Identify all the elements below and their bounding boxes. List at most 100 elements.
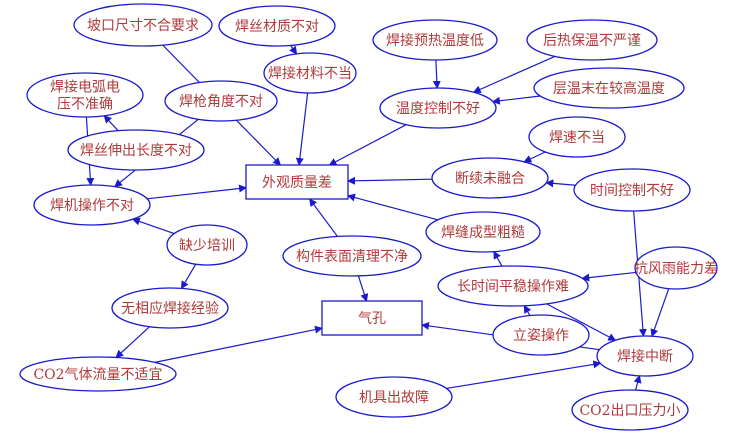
node-label: 焊接预热温度低 [386, 32, 484, 49]
box-outline [245, 164, 349, 200]
edge-arrow-n18-n8 [347, 193, 438, 221]
ellipse-outline [33, 184, 151, 226]
cause-node: 机具出故障 [335, 376, 453, 418]
node-label: 温度控制不好 [396, 101, 480, 117]
edge-arrow-n20-n24 [546, 303, 617, 341]
edge-arrow-n23-n20 [523, 304, 532, 316]
edge-arrow-n15-n14 [545, 179, 576, 188]
node-label: 焊接电弧电 [50, 79, 120, 96]
cause-node: 焊接中断 [596, 335, 694, 377]
ellipse-outline [282, 235, 422, 277]
cause-node: 焊速不当 [528, 116, 626, 158]
cause-node: 构件表面清理不净 [282, 235, 422, 277]
edge-arrow-n6-n4 [103, 115, 119, 132]
ellipse-outline [526, 19, 658, 61]
effect-box: 气孔 [321, 300, 423, 336]
node-label: 焊机操作不对 [50, 198, 134, 214]
node-label: 后热保温不严谨 [543, 33, 641, 49]
ellipse-outline [67, 129, 205, 171]
node-label: CO2出口压力小 [579, 403, 680, 419]
ellipse-outline [573, 168, 691, 212]
node-label: 立姿操作 [513, 328, 569, 344]
cause-node: 坡口尺寸不合要求 [73, 3, 213, 47]
ellipse-outline [335, 376, 453, 418]
edge-arrow-n13-n14 [523, 151, 546, 163]
node-label: 气孔 [358, 311, 386, 327]
ellipse-outline [431, 157, 549, 199]
cause-node: 立姿操作 [492, 314, 590, 356]
cause-node: 时间控制不好 [573, 168, 691, 212]
ellipse-outline [533, 67, 685, 109]
node-label: 焊接材料不当 [268, 65, 352, 82]
node-label: 层温末在较高温度 [553, 80, 665, 97]
cause-node: 缺少培训 [166, 224, 248, 266]
edge-arrow-n20-n18 [493, 250, 503, 267]
ellipse-outline [164, 80, 278, 122]
ellipse-outline [166, 224, 248, 266]
ellipse-outline [437, 265, 589, 307]
node-label: 无相应焊接经验 [121, 300, 219, 317]
box-outline [321, 300, 423, 336]
node-label: CO2气体流量不适宜 [33, 367, 162, 383]
cause-node: 层温末在较高温度 [533, 67, 685, 109]
edge-arrow-n7-n8 [147, 184, 247, 200]
edge-arrow-n26-n24 [446, 360, 602, 390]
edge-arrow-n19-n20 [581, 271, 636, 282]
cause-node: 断续未融合 [431, 157, 549, 199]
edge-arrow-n10-n11 [472, 55, 556, 94]
edge-arrow-n25-n22 [154, 325, 323, 363]
effect-box: 外观质量差 [245, 164, 349, 200]
edge-arrow-n19-n24 [650, 288, 670, 338]
cause-node: 后热保温不严谨 [526, 19, 658, 61]
cause-node: 焊机操作不对 [33, 184, 151, 226]
ellipse-outline [73, 3, 213, 47]
node-label: 机具出故障 [359, 390, 429, 406]
node-label: 焊缝成型粗糙 [441, 225, 525, 241]
node-label: 构件表面清理不净 [296, 249, 408, 265]
node-label: 焊丝材质不对 [235, 19, 319, 35]
cause-node: 抗风雨能力差 [634, 246, 718, 290]
edge-arrow-n27-n24 [633, 374, 642, 391]
edge-arrow-n21-n25 [115, 326, 150, 359]
edge-arrow-n3-n8 [295, 92, 309, 166]
edge-arrow-n17-n22 [357, 275, 369, 302]
edge-arrow-n9-n11 [432, 59, 441, 90]
node-label: 焊丝伸出长度不对 [80, 143, 192, 159]
node-label: 外观质量差 [262, 175, 332, 191]
ellipse-outline [571, 389, 689, 431]
node-label: 缺少培训 [179, 238, 235, 254]
cause-node: 焊枪角度不对 [164, 80, 278, 122]
cause-node: 焊丝材质不对 [218, 5, 336, 47]
edge-arrow-n11-n8 [328, 124, 407, 166]
edge-arrow-n12-n11 [491, 95, 541, 105]
cause-node: CO2气体流量不适宜 [19, 356, 177, 392]
ellipse-outline [634, 246, 718, 290]
node-label: 压不准确 [57, 97, 113, 113]
ellipse-outline [218, 5, 336, 47]
ellipse-outline [492, 314, 590, 356]
node-label: 时间控制不好 [590, 183, 674, 199]
cause-node: 焊缝成型粗糙 [425, 211, 541, 253]
cause-node: 无相应焊接经验 [111, 287, 229, 329]
ellipse-outline [19, 356, 177, 392]
node-label: 焊速不当 [549, 130, 605, 146]
node-label: 断续未融合 [455, 170, 525, 187]
ellipse-outline [263, 52, 357, 94]
cause-node: 焊丝伸出长度不对 [67, 129, 205, 171]
cause-node: 温度控制不好 [379, 87, 497, 129]
ellipse-outline [379, 87, 497, 129]
edge-arrow-n14-n8 [347, 176, 433, 185]
node-label: 坡口尺寸不合要求 [87, 18, 199, 34]
ellipse-outline [372, 19, 498, 61]
edge-arrow-n17-n8 [309, 198, 338, 237]
node-label: 长时间平稳操作难 [457, 279, 569, 295]
node-label: 焊接中断 [617, 348, 673, 365]
node-label: 抗风雨能力差 [634, 261, 718, 277]
edge-arrow-n16-n21 [180, 263, 197, 290]
edge-arrow-n2-n3 [289, 45, 298, 55]
cause-node: 焊接材料不当 [263, 52, 357, 94]
cause-node: 长时间平稳操作难 [437, 265, 589, 307]
